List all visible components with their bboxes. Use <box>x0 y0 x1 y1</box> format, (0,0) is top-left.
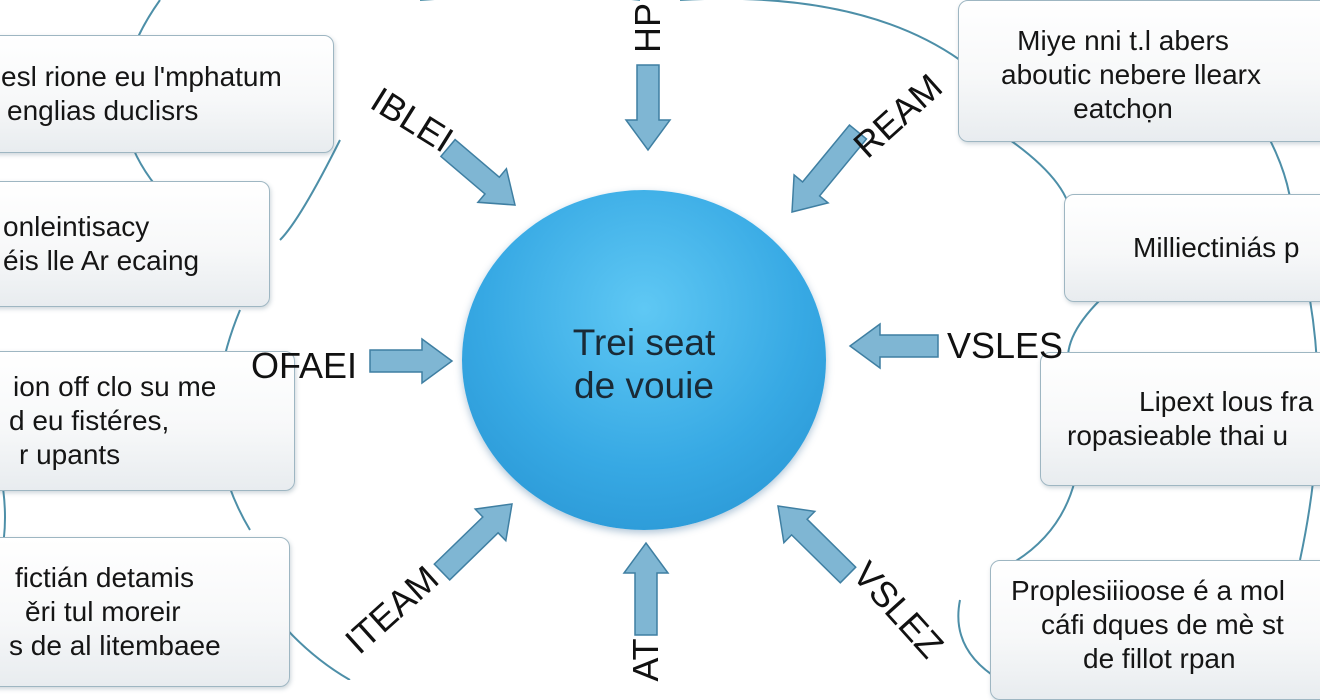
left-box-3: ion off clo su me d eu fistéres, r upant… <box>0 351 295 491</box>
box-text-line: aboutic nebere llearx <box>1001 59 1261 90</box>
background-connectors <box>0 0 1319 680</box>
box-text-line: fictián detamis <box>15 562 194 593</box>
arrow-bottom-right <box>777 505 857 584</box>
box-text-line: onleintisacy <box>3 211 150 242</box>
connector-curve <box>999 479 1076 571</box>
box-text-line: esl rione eu l'mphatum <box>1 61 282 92</box>
hub-text-line: Trei seat <box>572 322 716 363</box>
right-box-2: Milliectiniás p <box>1064 194 1320 302</box>
arrow-right <box>848 322 939 370</box>
right-box-1: Miye nni t.l abers aboutic nebere llearx… <box>958 0 1320 142</box>
right-box-4: Proplesiiioose é a mol cáfi dques de mè … <box>990 560 1320 700</box>
box-text-line: Miye nni t.l abers <box>1017 25 1229 56</box>
arrow-top-right <box>791 123 868 213</box>
arrow-label-right: VSLES <box>946 325 1064 366</box>
box-text-line: Milliectiniás p <box>1133 232 1300 263</box>
connector-curve <box>680 0 961 61</box>
box-text-line: ion off clo su me <box>13 371 217 402</box>
arrow-bottom-left <box>433 503 513 581</box>
hub-text-line: de vouie <box>574 365 714 406</box>
arrow-label-bottom: AT <box>625 638 666 682</box>
arrow-bottom <box>622 541 670 636</box>
box-text-line: ěri tul moreir <box>25 596 181 627</box>
box-text-line: r upants <box>19 439 121 470</box>
arrow-top-left <box>439 138 516 206</box>
box-text-line: ropasieable thai u <box>1067 420 1289 451</box>
left-box-4: fictián detamis ěri tul moreir s de al l… <box>0 537 290 687</box>
left-box-2: onleintisacy éis lle Ar ecaing <box>0 181 270 307</box>
box-text-line: d eu fistéres, <box>9 405 170 436</box>
arrow-left <box>369 337 454 385</box>
right-box-3: Lipext lous fra ropasieable thai u <box>1040 352 1320 486</box>
box-text-line: englias duclisrs <box>7 95 199 126</box>
box-text-line: cáfi dques de mè st <box>1041 609 1284 640</box>
arrow-label-left: OFAEI <box>250 345 358 386</box>
arrow-top <box>624 64 672 152</box>
left-box-1: esl rione eu l'mphatum englias duclisrs <box>0 35 334 153</box>
box-text-line: éis lle Ar ecaing <box>3 245 200 276</box>
box-text-line: Lipext lous fra <box>1139 386 1314 417</box>
central-hub-circle: Trei seat de vouie <box>462 190 826 530</box>
box-text-line: Proplesiiioose é a mol <box>1011 575 1285 606</box>
arrow-label-top: HP <box>627 2 668 54</box>
connector-curve <box>279 139 341 241</box>
box-text-line: eatchọn <box>1073 93 1173 124</box>
box-text-line: de fillot rpan <box>1083 643 1236 674</box>
box-text-line: s de al litembaee <box>9 630 221 661</box>
connector-curve <box>1009 139 1073 231</box>
